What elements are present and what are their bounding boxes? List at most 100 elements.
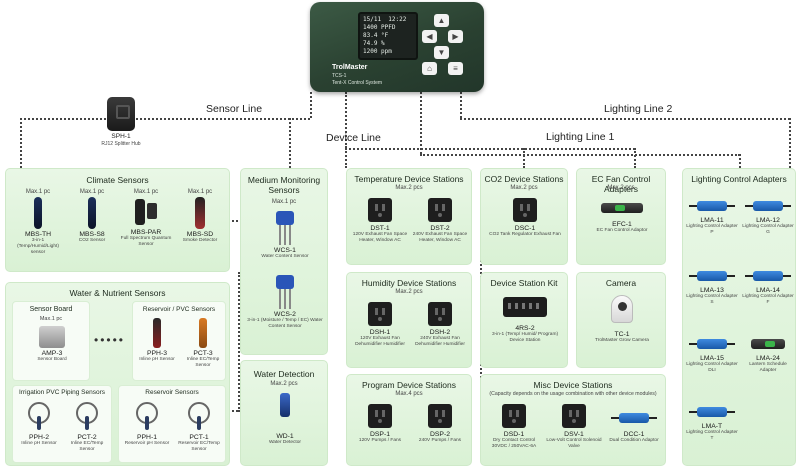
- lighting-line-1-trunk: [420, 92, 422, 154]
- sub-title: Sensor Board: [29, 306, 73, 313]
- outlet-icon: [502, 404, 526, 428]
- irrigation-panel: Irrigation PVC Piping Sensors PPH-2 Inli…: [12, 385, 112, 463]
- panel-qty: Max.2 pcs: [270, 381, 298, 387]
- right-button: ▶: [448, 30, 463, 43]
- device-line-drop-3: [634, 148, 636, 168]
- panel-qty: Max.4 pcs: [395, 391, 423, 397]
- sensor-item: PCT-3 Inline EC/Temp Sensor: [181, 316, 225, 369]
- item-name: DSH-2: [429, 329, 451, 336]
- sensor-item: Max.1 pc MBS-PAR Full Spectrum Quantum S…: [120, 189, 172, 248]
- item-desc: Reservoir pH Sensor: [124, 441, 170, 446]
- item-name: DSP-1: [369, 431, 391, 438]
- adapter-item: LMA-T Lighting Control Adapter T: [685, 403, 739, 442]
- menu-button: ≡: [448, 62, 463, 75]
- panel-title: Misc Device Stations: [533, 380, 613, 390]
- lighting-adapter-icon: [689, 201, 735, 211]
- item-name: MBS-SD: [186, 231, 214, 238]
- kit-item: 4RS-2 3-in-1 (Temp/ Humid/ Program) Devi…: [485, 293, 565, 344]
- panel-title: Water & Nutrient Sensors: [69, 288, 166, 298]
- water-detector-icon: [280, 393, 290, 417]
- adapter-item: EFC-1 EC Fan Control Adaptor: [581, 199, 663, 234]
- lantern-adapter-icon: [751, 339, 785, 349]
- item-desc: 3-in-1 (Moisture / Temp / EC) Water Cont…: [247, 318, 323, 329]
- item-name: DSV-1: [564, 431, 584, 438]
- sensor-item: PPH-1 Reservoir pH Sensor: [121, 398, 173, 447]
- lighting-line-2-trunk: [460, 92, 462, 118]
- device-line-drop-1: [345, 148, 347, 168]
- item-name: WCS-1: [274, 247, 296, 254]
- item-name: DCC-1: [623, 431, 645, 438]
- panel-title: Water Detection: [253, 369, 315, 379]
- water-detection-link: [228, 410, 250, 412]
- medium-monitoring-panel: Medium Monitoring Sensors Max.1 pc WCS-1…: [240, 168, 328, 355]
- item-name: PPH-3: [146, 350, 168, 357]
- sensor-item: PCT-1 Reservoir EC/Temp Sensor: [173, 398, 225, 453]
- item-desc: 240V Exhaust Fan Space Heater, Window AC: [412, 232, 468, 243]
- sensor-line-drop: [20, 118, 22, 168]
- ec-fan-panel: EC Fan Control Adapters Max.2 pcs EFC-1 …: [576, 168, 666, 265]
- outlet-icon: [428, 302, 452, 326]
- item-name: LMA-14: [756, 287, 780, 294]
- item-name: PPH-1: [136, 434, 158, 441]
- panel-qty: Max.2 pcs: [395, 289, 423, 295]
- left-button: ◀: [422, 30, 437, 43]
- item-desc: Inline pH Sensor: [21, 441, 57, 446]
- lighting-line-1-label: Lighting Line 1: [546, 131, 615, 143]
- device-line: [345, 148, 635, 150]
- item-desc: 120V Pumps / Fans: [358, 438, 402, 443]
- item-qty: Max.1 pc: [187, 189, 213, 195]
- panel-qty: Max.2 pcs: [607, 185, 635, 191]
- item-name: DSC-1: [514, 225, 536, 232]
- screen-date: 15/11: [363, 16, 382, 23]
- item-name: MBS-TH: [24, 231, 52, 238]
- board-item: AMP-3 Sensor Board: [17, 324, 87, 363]
- item-name: WCS-2: [274, 311, 296, 318]
- station-item: DSC-1 CO2 Tank Regulator Exhaust Fan: [485, 195, 565, 238]
- lighting-adapter-icon: [689, 271, 735, 281]
- lighting-line-2: [460, 118, 790, 120]
- water-detection-panel: Water Detection Max.2 pcs WD-1 Water Det…: [240, 360, 328, 466]
- humidity-stations-panel: Humidity Device Stations Max.2 pcs DSH-1…: [346, 272, 472, 368]
- ph-probe-icon: [136, 402, 158, 430]
- panel-title: EC Fan Control Adapters: [591, 174, 651, 194]
- controller-unit: 15/11 12:22 1400 PPFD 83.4 °F 74.9 % 120…: [310, 2, 484, 92]
- co2-sensor-icon: [88, 197, 96, 229]
- station-item: DSP-1 120V Pumps / Fans: [351, 401, 409, 444]
- ph-probe-icon: [153, 318, 161, 348]
- adapter-item: LMA-15 Lighting Control Adapter DLI: [685, 335, 739, 374]
- item-desc: Water Detector: [268, 440, 302, 445]
- item-desc: Dual Condition Adaptor: [609, 438, 659, 443]
- item-desc: Low-Volt Control Solenoid Valve: [546, 438, 602, 449]
- item-desc: Smoke Detector: [182, 238, 218, 243]
- power-strip-icon: [503, 297, 547, 317]
- connector-dots: •••••: [94, 333, 126, 347]
- item-desc: Sensor Board: [37, 357, 67, 362]
- sub-qty: Max.1 pc: [39, 316, 63, 322]
- item-name: LMA-T: [701, 423, 723, 430]
- panel-title: Medium Monitoring Sensors: [247, 175, 321, 195]
- camera-panel: Camera TC-1 TrolMaster Grow Camera: [576, 272, 666, 368]
- lighting-line-2-label: Lighting Line 2: [604, 103, 673, 115]
- lighting-line-1-drop: [739, 154, 741, 168]
- lighting-adapters-panel: Lighting Control Adapters LMA-11 Lightin…: [682, 168, 796, 466]
- lighting-line-1: [420, 154, 740, 156]
- adapter-item: LMA-14 Lighting Control Adapter F: [741, 267, 795, 306]
- ph-probe-icon: [28, 402, 50, 430]
- device-line-drop-2: [523, 148, 525, 168]
- item-name: MBS-PAR: [130, 229, 162, 236]
- sensor-item: WCS-2 3-in-1 (Moisture / Temp / EC) Wate…: [245, 273, 325, 330]
- item-desc: EC Fan Control Adaptor: [596, 228, 648, 233]
- item-name: DSP-2: [429, 431, 451, 438]
- device-line-label: Device Line: [326, 132, 381, 144]
- down-button: ▼: [434, 46, 449, 59]
- sub-title: Reservoir Sensors: [145, 389, 199, 396]
- item-name: MBS-S8: [79, 231, 105, 238]
- device-line-trunk: [345, 92, 347, 148]
- sensor-item: PPH-2 Inline pH Sensor: [15, 398, 63, 447]
- program-stations-panel: Program Device Stations Max.4 pcs DSP-1 …: [346, 374, 472, 466]
- outlet-icon: [368, 302, 392, 326]
- item-desc: 120V Exhaust Fan Space Heater, Window AC: [352, 232, 408, 243]
- item-desc: 3-in-1 (Temp/Humid/Light) sensor: [17, 238, 59, 255]
- station-item: DSP-2 240V Pumps / Fans: [411, 401, 469, 444]
- panel-title: CO2 Device Stations: [484, 174, 564, 184]
